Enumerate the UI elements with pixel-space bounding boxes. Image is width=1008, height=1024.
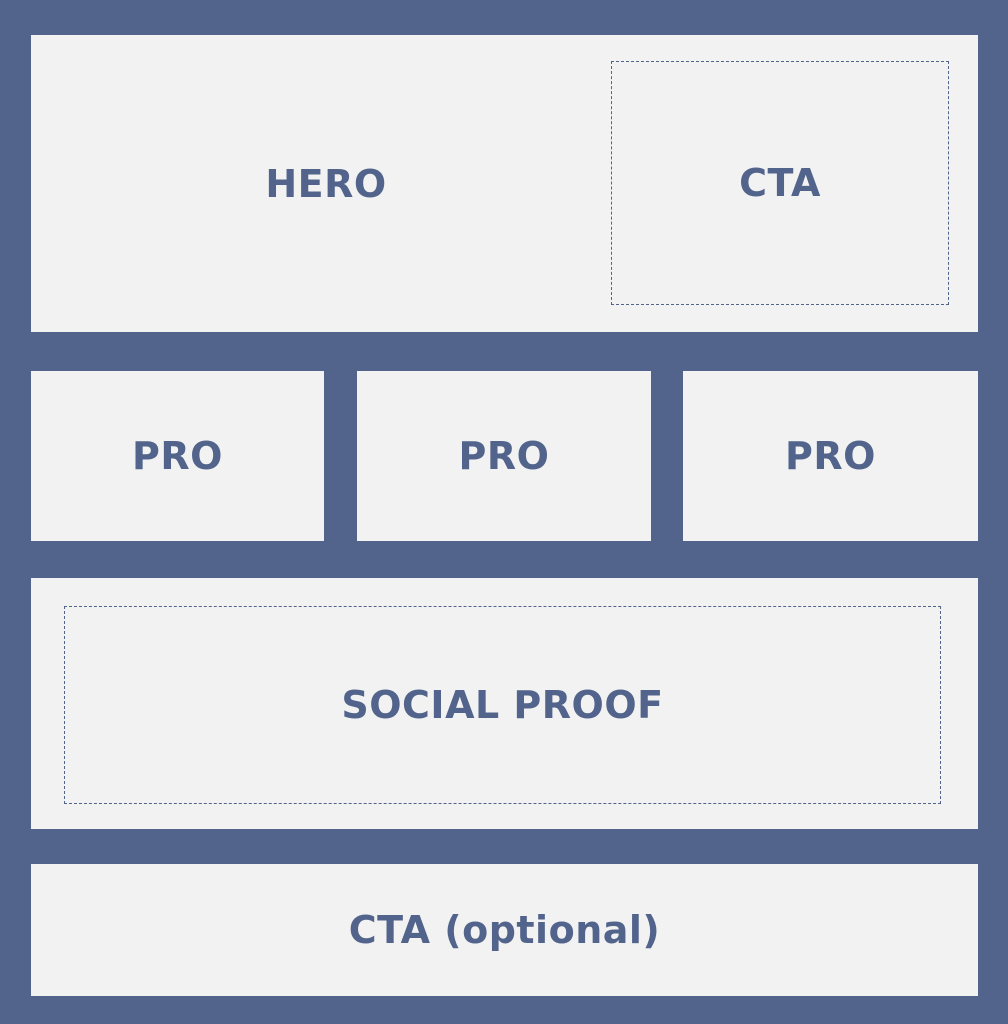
hero-cta-box: CTA — [611, 61, 949, 305]
hero-label: HERO — [265, 161, 387, 206]
social-proof-label: SOCIAL PROOF — [341, 683, 664, 727]
pro-label: PRO — [785, 434, 876, 478]
hero-cta-label: CTA — [739, 161, 821, 205]
bottom-cta-section: CTA (optional) — [31, 864, 978, 996]
pro-block-2: PRO — [357, 371, 651, 541]
pro-label: PRO — [458, 434, 550, 478]
hero-area: HERO — [31, 35, 621, 332]
social-proof-box: SOCIAL PROOF — [64, 606, 941, 804]
social-proof-section: SOCIAL PROOF — [31, 578, 978, 829]
pro-label: PRO — [132, 434, 223, 478]
pro-block-3: PRO — [683, 371, 978, 541]
pro-block-1: PRO — [31, 371, 324, 541]
bottom-cta-label: CTA (optional) — [348, 908, 661, 952]
hero-section: HERO CTA — [31, 35, 978, 332]
